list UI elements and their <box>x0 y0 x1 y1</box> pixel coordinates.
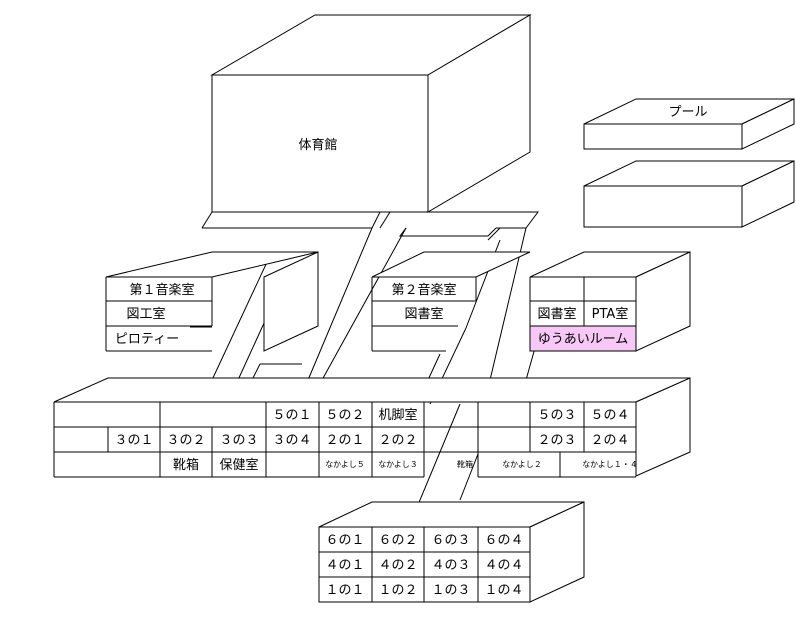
room-music-2[interactable]: 第２音楽室 <box>391 282 456 298</box>
pool-label: プール <box>668 105 707 120</box>
room-1-2[interactable]: １の２ <box>378 583 417 598</box>
room-3-2[interactable]: ３の２ <box>166 433 205 448</box>
room-5-4[interactable]: ５の４ <box>590 408 629 423</box>
room-3-4[interactable]: ３の４ <box>272 433 311 448</box>
room-2-3[interactable]: ２の３ <box>537 433 576 448</box>
west-annex[interactable]: 第１音楽室 図工室 ピロティー <box>105 251 319 352</box>
highlight-room <box>529 325 637 352</box>
room-nakayoshi-2[interactable]: なかよし２ <box>502 460 542 469</box>
room-4-2[interactable]: ４の２ <box>378 558 417 573</box>
room-nurse[interactable]: 保健室 <box>219 457 258 473</box>
room-3-3[interactable]: ３の３ <box>219 433 258 448</box>
room-4-4[interactable]: ４の４ <box>484 558 523 573</box>
room-4-1[interactable]: ４の１ <box>325 558 364 573</box>
south-building[interactable]: ６の１ ６の２ ６の３ ６の４ ４の１ ４の２ ４の３ ４の４ １の１ １の２ … <box>318 501 585 603</box>
room-library-center[interactable]: 図書室 <box>404 306 443 322</box>
room-5-1[interactable]: ５の１ <box>272 408 311 423</box>
room-library-east[interactable]: 図書室 <box>537 306 576 322</box>
room-6-2[interactable]: ６の２ <box>378 533 417 548</box>
gymnasium[interactable]: 体育館 <box>210 14 532 213</box>
room-1-3[interactable]: １の３ <box>431 583 470 598</box>
room-nakayoshi-3[interactable]: なかよし３ <box>378 460 418 469</box>
room-4-3[interactable]: ４の３ <box>431 558 470 573</box>
corridor-upper <box>201 211 539 381</box>
room-1-1[interactable]: １の１ <box>325 583 364 598</box>
room-yuai[interactable]: ゆうあいルーム <box>538 332 629 347</box>
room-2-1[interactable]: ２の１ <box>325 433 364 448</box>
room-3-1[interactable]: ３の１ <box>114 433 153 448</box>
room-6-1[interactable]: ６の１ <box>325 533 364 548</box>
room-2-4[interactable]: ２の４ <box>590 433 629 448</box>
room-pta[interactable]: PTA室 <box>592 306 629 322</box>
room-arts[interactable]: 図工室 <box>126 306 165 322</box>
east-annex[interactable]: 図書室 PTA室 ゆうあいルーム <box>529 251 691 352</box>
room-shoe-box-1[interactable]: 靴箱 <box>173 457 199 473</box>
room-music-1[interactable]: 第１音楽室 <box>129 282 194 298</box>
pool-building[interactable] <box>583 160 795 228</box>
room-6-4[interactable]: ６の４ <box>484 533 523 548</box>
main-building[interactable]: ５の１ ５の２ 机脚室 ５の３ ５の４ ３の１ ３の２ ３の３ ３の４ ２の１ … <box>53 377 691 478</box>
room-nakayoshi-5[interactable]: なかよし５ <box>325 460 365 469</box>
pool[interactable]: プール <box>583 98 795 150</box>
room-1-4[interactable]: １の４ <box>484 583 523 598</box>
room-6-3[interactable]: ６の３ <box>431 533 470 548</box>
room-shoe-box-2[interactable]: 靴箱 <box>457 459 473 469</box>
room-5-2[interactable]: ５の２ <box>325 408 364 423</box>
room-2-2[interactable]: ２の２ <box>378 433 417 448</box>
room-nakayoshi-1-4[interactable]: なかよし１・４ <box>582 460 638 469</box>
room-desk-storage[interactable]: 机脚室 <box>378 407 417 423</box>
room-piloti[interactable]: ピロティー <box>115 332 179 347</box>
room-5-3[interactable]: ５の３ <box>537 408 576 423</box>
center-annex[interactable]: 第２音楽室 図書室 <box>371 251 531 352</box>
gymnasium-label: 体育館 <box>298 137 337 153</box>
